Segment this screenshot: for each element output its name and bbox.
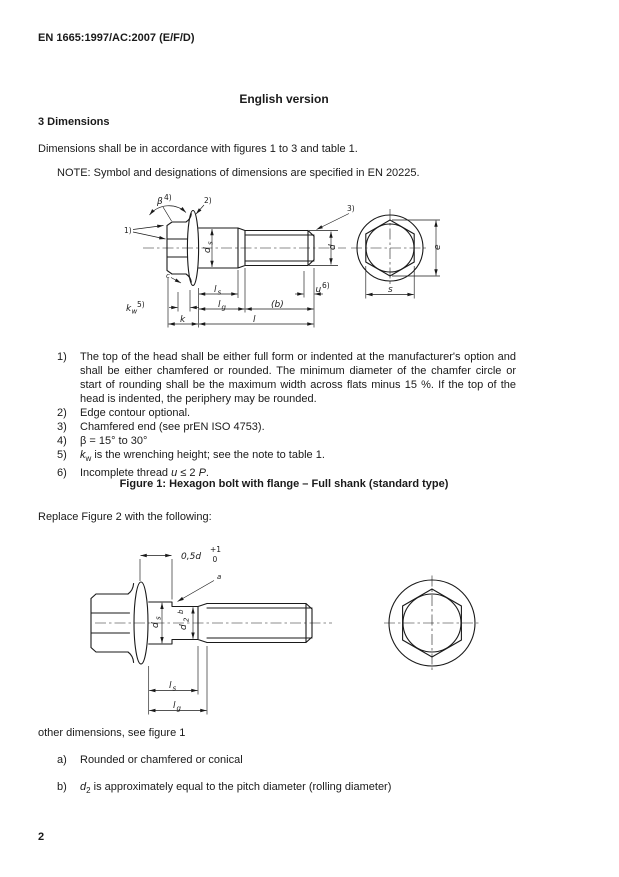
footnote-text: Edge contour optional. — [80, 407, 191, 419]
footnote-text: Incomplete thread u ≤ 2 P. — [80, 467, 209, 480]
footnote-ref-1: 1) — [124, 226, 132, 235]
footnote-item-3: 3) Chamfered end (see prEN ISO 4753). — [57, 420, 516, 434]
footnote-text: kw is the wrenching height; see the note… — [80, 449, 325, 464]
footnote-ref-2: 2) — [204, 196, 212, 205]
figure2-bolt-side-view — [90, 581, 313, 665]
ds-label: d — [151, 622, 161, 628]
footnote-number: 4) — [57, 435, 67, 447]
footnote-text: The top of the head shall be either full… — [80, 351, 516, 405]
footnote-item-4: 4) β = 15° to 30° — [57, 434, 516, 448]
body-paragraph: Dimensions shall be in accordance with f… — [38, 143, 358, 155]
k-label: k — [180, 315, 186, 325]
lg-subscript: g — [222, 304, 227, 312]
ls-label: l — [214, 285, 217, 295]
e-label: e — [433, 244, 443, 250]
b-label: (b) — [271, 300, 284, 310]
footnote-item-6: 6) Incomplete thread u ≤ 2 P. — [57, 466, 516, 480]
version-title: English version — [239, 92, 329, 106]
figure1-leader-lines — [132, 204, 350, 284]
kw-subscript: w — [132, 308, 138, 316]
other-dimensions-text: other dimensions, see figure 1 — [38, 727, 186, 739]
footnote-ref-3: 3) — [347, 204, 355, 213]
figure1-bolt-end-view — [356, 214, 424, 282]
footnote-item-2: 2) Edge contour optional. — [57, 406, 516, 420]
ls-label: l — [169, 681, 172, 691]
section-heading: 3 Dimensions — [38, 116, 110, 128]
figure2-leader-lines — [177, 580, 215, 602]
figure2-extension-lines — [139, 559, 208, 715]
footnote-number: 2) — [57, 407, 67, 419]
ls-subscript: s — [218, 289, 222, 297]
ls-subscript: s — [173, 685, 177, 693]
replace-figure2-text: Replace Figure 2 with the following: — [38, 511, 212, 523]
d2-label: d — [179, 624, 189, 630]
figure1-centerlines — [143, 209, 429, 287]
footnote-number: 6) — [57, 467, 67, 480]
figure2-drawing: 0,5d +1 0 a d s d 2 b l s l g — [90, 545, 481, 715]
kw-label: k — [126, 304, 132, 314]
footnote-list: 1) The top of the head shall be either f… — [57, 350, 516, 480]
footnote-text: Chamfered end (see prEN ISO 4753). — [80, 421, 265, 433]
lg-subscript: g — [177, 705, 182, 713]
footnote-number: 3) — [57, 421, 67, 433]
s-label: s — [388, 285, 393, 295]
figure1-extension-lines — [167, 219, 440, 328]
list-item-a: a) Rounded or chamfered or conical — [57, 753, 516, 767]
list-item-b: b) d2 is approximately equal to the pitc… — [57, 780, 516, 798]
item-letter: a) — [57, 754, 67, 766]
ds-subscript: s — [207, 241, 215, 245]
footnote-ref-4: 4) — [164, 193, 172, 202]
page-number: 2 — [38, 831, 45, 843]
d2-subscript: 2 — [183, 617, 191, 622]
footnote-number: 5) — [57, 449, 67, 461]
footnote-ref-a: a — [217, 573, 221, 581]
figure1-drawing: β 4) 1) 2) 3) c d s d u 6) l s k w 5) l … — [124, 193, 443, 328]
figure1-dimension-lines — [149, 205, 438, 326]
d-label: d — [328, 244, 338, 250]
half-d-dimension-label: 0,5d — [181, 552, 201, 562]
footnote-ref-5: 5) — [137, 300, 145, 309]
footnote-text: β = 15° to 30° — [80, 435, 148, 447]
lg-label: l — [173, 701, 176, 711]
footnote-item-1: 1) The top of the head shall be either f… — [57, 350, 516, 406]
figure2-dimension-lines — [140, 553, 207, 713]
item-text: d2 is approximately equal to the pitch d… — [80, 781, 392, 796]
c-label: c — [166, 272, 170, 280]
item-text: Rounded or chamfered or conical — [80, 754, 243, 766]
document-header: EN 1665:1997/AC:2007 (E/F/D) — [38, 32, 195, 44]
ds-label: d — [203, 247, 213, 253]
footnote-ref-b: b — [177, 609, 185, 614]
figure1-bolt-side-view — [166, 209, 315, 287]
footnote-item-5: 5) kw is the wrenching height; see the n… — [57, 448, 516, 466]
lg-label: l — [218, 300, 221, 310]
beta-label: β — [156, 197, 163, 207]
figure1-caption: Figure 1: Hexagon bolt with flange – Ful… — [119, 478, 449, 490]
figure2-bolt-end-view — [388, 579, 476, 667]
footnote-number: 1) — [57, 351, 67, 363]
tolerance-plus-label: +1 — [210, 545, 221, 554]
ds-subscript: s — [155, 616, 163, 620]
footnote-ref-6: 6) — [322, 281, 330, 290]
tolerance-zero-label: 0 — [213, 555, 218, 564]
note-paragraph: NOTE: Symbol and designations of dimensi… — [57, 167, 420, 179]
u-label: u — [316, 285, 322, 295]
item-letter: b) — [57, 781, 67, 793]
l-label: l — [253, 315, 256, 325]
